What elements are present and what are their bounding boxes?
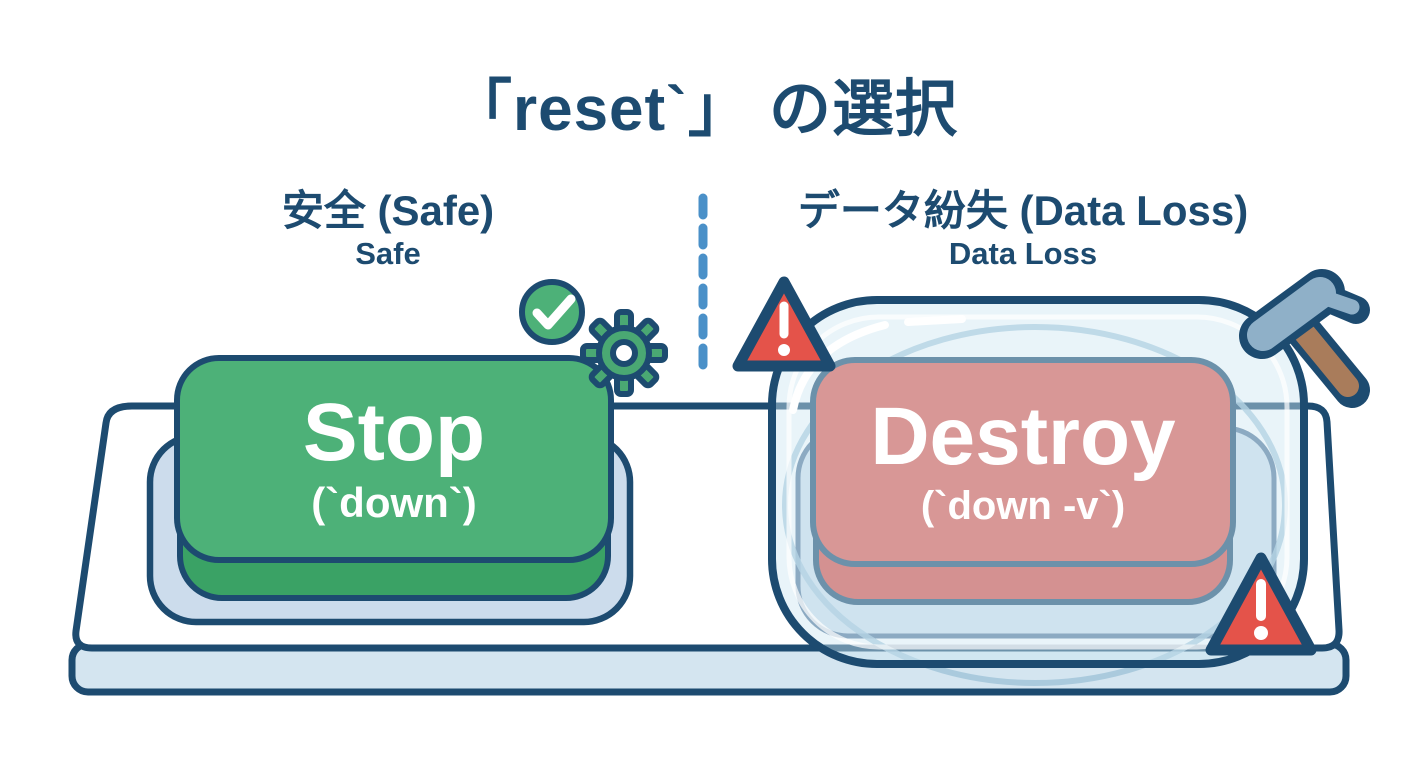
stop-button	[174, 355, 614, 563]
warning-triangle-icon	[732, 276, 836, 372]
safe-heading-jp: 安全 (Safe)	[281, 187, 495, 234]
stop-button-label: Stop	[302, 387, 486, 479]
glass-cover-inner-edge	[786, 314, 1290, 650]
page-title: 「reset`」 の選択	[449, 75, 959, 144]
destroy-button	[810, 357, 1236, 567]
danger-heading-en: Data Loss	[948, 236, 1098, 272]
hammer-icon	[1239, 269, 1370, 408]
destroy-button-label: Destroy	[870, 391, 1176, 483]
glass-highlight-dash	[904, 315, 966, 326]
safe-column-heading: 安全 (Safe) Safe	[88, 187, 688, 272]
stop-button-label-group: Stop (`down`)	[177, 358, 611, 560]
danger-column-heading: データ紛失 (Data Loss) Data Loss	[723, 187, 1323, 272]
danger-heading-jp: データ紛失 (Data Loss)	[797, 187, 1249, 234]
stop-button-sublabel: (`down`)	[311, 478, 477, 526]
check-circle-icon	[519, 279, 585, 345]
gear-icon	[580, 309, 668, 397]
destroy-button-sublabel: (`down -v`)	[920, 483, 1126, 528]
safe-heading-en: Safe	[355, 236, 421, 272]
warning-triangle-icon	[1205, 552, 1317, 656]
destroy-button-label-group: Destroy (`down -v`)	[813, 360, 1233, 564]
glass-cover	[768, 296, 1308, 668]
